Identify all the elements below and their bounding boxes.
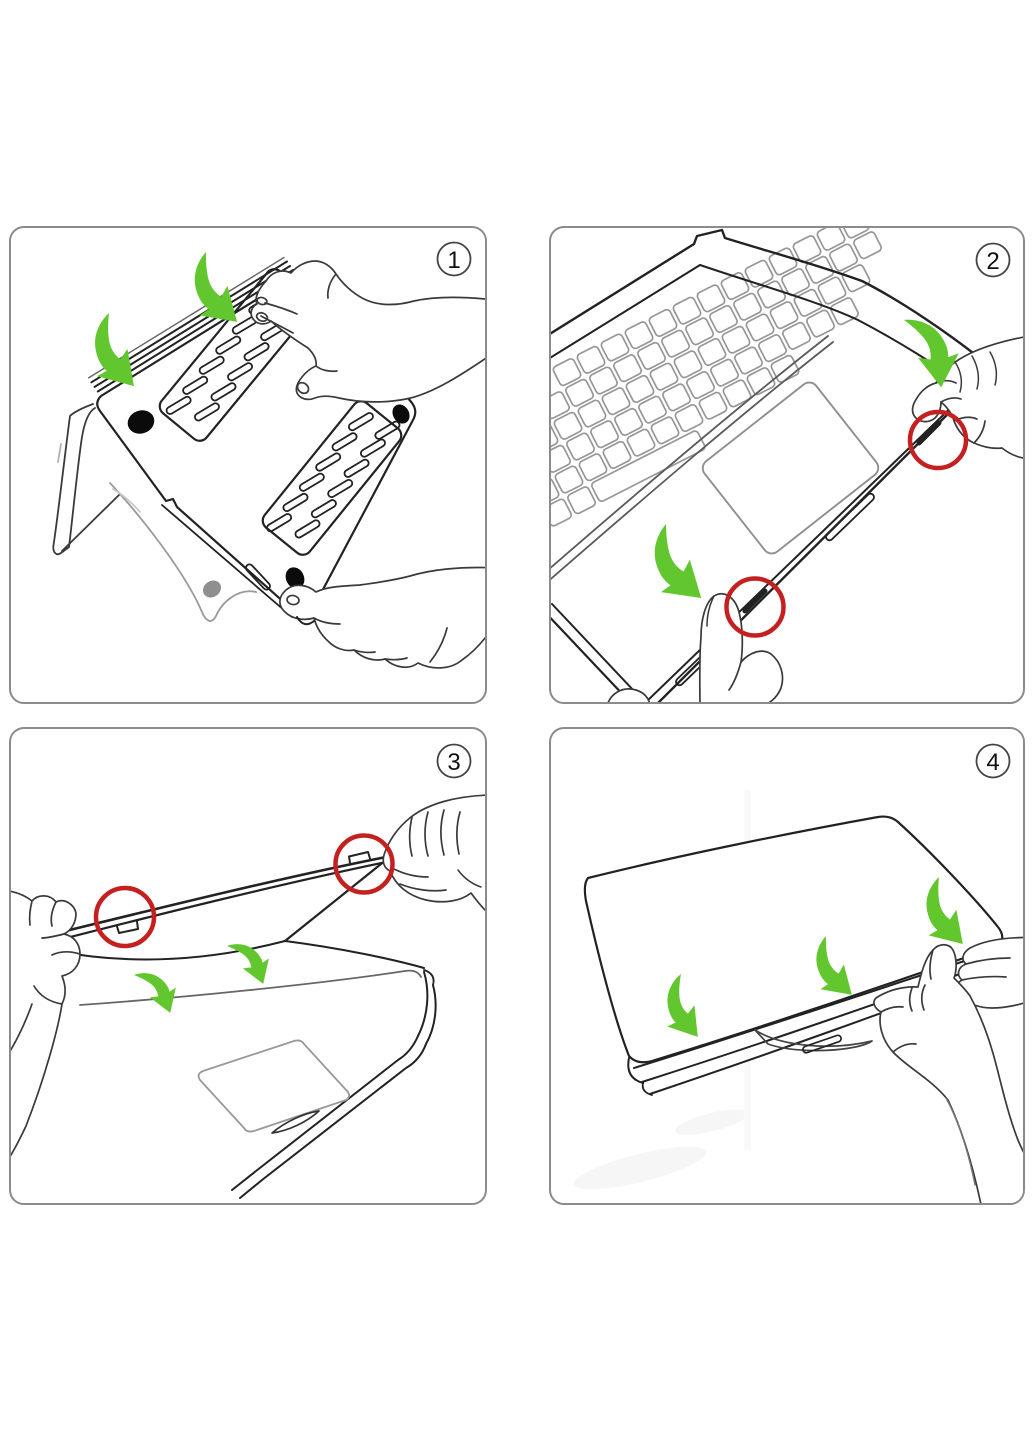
- svg-text:3: 3: [447, 749, 460, 776]
- svg-text:2: 2: [986, 248, 999, 275]
- svg-text:4: 4: [986, 749, 999, 776]
- svg-text:1: 1: [447, 247, 460, 274]
